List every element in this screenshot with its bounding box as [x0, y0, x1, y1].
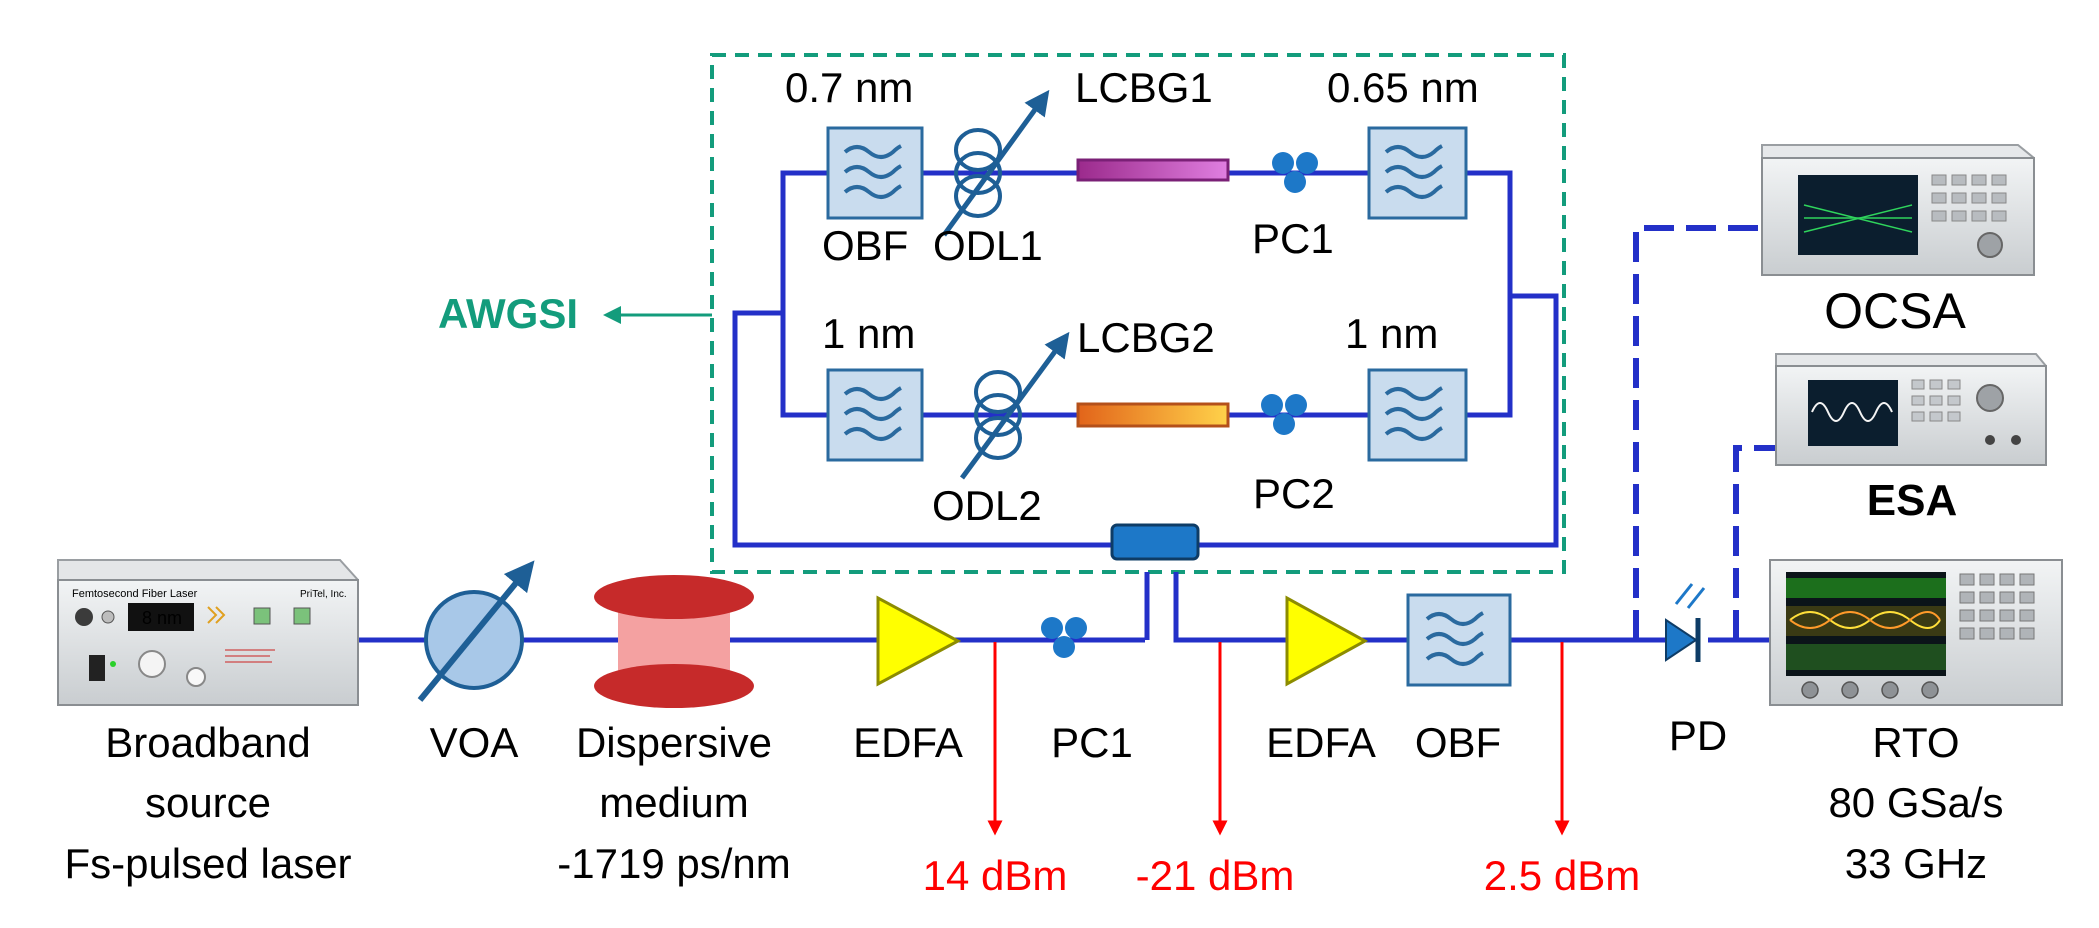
pc1-main-label: PC1	[1051, 719, 1133, 766]
edfa2-amplifier	[1285, 595, 1369, 687]
source-label-line3: Fs-pulsed laser	[64, 840, 351, 887]
pc2-polarization-controller	[1261, 394, 1307, 435]
odl2-label: ODL2	[932, 482, 1042, 529]
lower-obf-wave-icon	[843, 386, 902, 441]
upper-obf-wave-icon	[843, 144, 902, 199]
pc1-main-power-value: -21 dBm	[1136, 852, 1295, 899]
pc2-label: PC2	[1253, 470, 1335, 517]
rto-label-line3: 33 GHz	[1845, 840, 1987, 887]
upper-obf-bandwidth: 0.7 nm	[785, 64, 913, 111]
main-obf-label: OBF	[1415, 719, 1501, 766]
pc1-upper-label: PC1	[1252, 215, 1334, 262]
photodiode	[1665, 583, 1706, 662]
fiber-coupler	[1110, 523, 1200, 561]
voa-label: VOA	[430, 719, 519, 766]
upper-obf-label: OBF	[822, 222, 908, 269]
pd-label: PD	[1669, 712, 1727, 759]
fs-pulsed-laser-instrument: Femtosecond Fiber Laser PriTel, Inc. 8 n…	[57, 559, 359, 706]
awgsi-boundary	[710, 53, 1566, 574]
lower-obf-filter	[826, 368, 924, 462]
upper-out-filter	[1367, 126, 1468, 220]
lcbg1-grating	[1076, 158, 1230, 182]
lcbg2-label: LCBG2	[1077, 314, 1215, 361]
rto-label-line1: RTO	[1872, 719, 1959, 766]
pc1-upper-polarization-controller	[1272, 152, 1318, 193]
main-obf-filter	[1406, 593, 1512, 687]
upper-out-filter-wave-icon	[1384, 144, 1443, 199]
lower-out-filter-wave-icon	[1384, 386, 1443, 441]
odl1-label: ODL1	[933, 222, 1043, 269]
main-obf-wave-icon	[1425, 611, 1484, 666]
esa-label: ESA	[1867, 476, 1957, 525]
awgsi-label: AWGSI	[438, 290, 578, 337]
edfa1-amplifier	[876, 595, 962, 687]
source-label-line1: Broadband	[105, 719, 311, 766]
laser-maker-text: PriTel, Inc.	[300, 589, 347, 600]
dispersive-label-line1: Dispersive	[576, 719, 772, 766]
upper-obf-filter	[826, 126, 924, 220]
pc1-main-polarization-controller	[1041, 617, 1087, 658]
rto-instrument	[1769, 559, 2063, 706]
laser-display-value: 8 nm	[142, 608, 182, 628]
edfa2-label: EDFA	[1266, 719, 1376, 766]
upper-out-filter-bandwidth: 0.65 nm	[1327, 64, 1479, 111]
odl1-delay-line	[941, 89, 1050, 237]
edfa1-power-value: 14 dBm	[923, 852, 1068, 899]
lower-out-filter-bandwidth: 1 nm	[1345, 310, 1438, 357]
dispersive-label-line2: medium	[599, 779, 748, 826]
esa-instrument	[1775, 353, 2047, 466]
dispersive-label-line3: -1719 ps/nm	[557, 840, 790, 887]
laser-brand-text: Femtosecond Fiber Laser	[72, 588, 198, 600]
rto-label-line2: 80 GSa/s	[1828, 779, 2003, 826]
edfa1-label: EDFA	[853, 719, 963, 766]
lcbg1-label: LCBG1	[1075, 64, 1213, 111]
main-obf-power-value: 2.5 dBm	[1484, 852, 1640, 899]
source-label-line2: source	[145, 779, 271, 826]
odl2-delay-line	[959, 331, 1070, 480]
dispersive-fiber-spool	[594, 575, 754, 708]
ocsa-label: OCSA	[1824, 283, 1966, 339]
lcbg2-grating	[1076, 402, 1230, 428]
ocsa-instrument	[1761, 144, 2035, 276]
lower-out-filter	[1367, 368, 1468, 462]
lower-obf-bandwidth: 1 nm	[822, 310, 915, 357]
voa-attenuator	[417, 560, 535, 702]
